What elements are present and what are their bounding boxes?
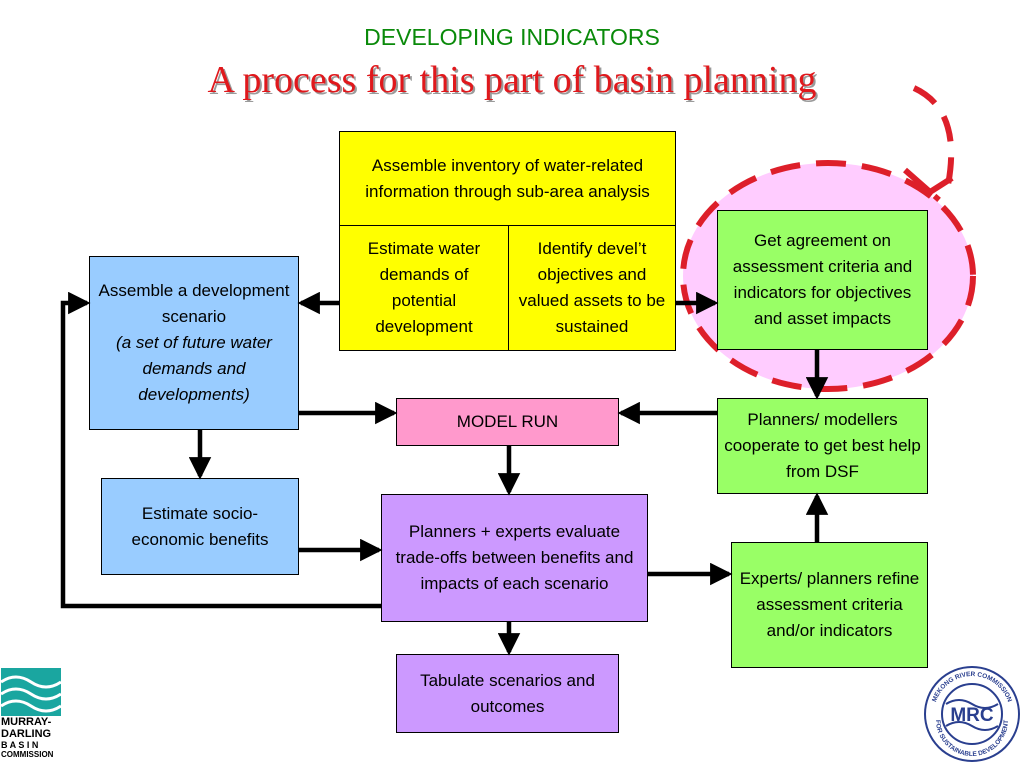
mrc-wave-top [945,699,999,709]
model-run-box: MODEL RUN [396,398,619,446]
assemble-scenario-italic-text: (a set of future water demands and devel… [116,333,272,404]
get-agreement-text: Get agreement on assessment criteria and… [732,231,913,328]
callout-tick-mark [903,167,954,196]
identify-objectives-text: Identify devel’t objectives and valued a… [518,239,666,336]
slide-title: A process for this part of basin plannin… [207,59,817,101]
murray-darling-logo-wave-1 [1,675,61,689]
murray-darling-logo-text: MURRAY- DARLING B A S I N COMMISSION [1,716,53,759]
inventory-box: Assemble inventory of water-related info… [339,131,676,226]
assemble-scenario-text: Assemble a development scenario [98,281,290,326]
murray-darling-logo-wave-3 [1,699,61,713]
model-run-text: MODEL RUN [456,412,559,431]
estimate-demands-box: Estimate water demands of potential deve… [339,225,509,351]
planners-modellers-text: Planners/ modellers cooperate to get bes… [724,410,921,481]
murray-darling-logo-icon [1,668,61,716]
inventory-text: Assemble inventory of water-related info… [365,155,650,201]
identify-objectives-box: Identify devel’t objectives and valued a… [508,225,676,351]
get-agreement-box: Get agreement on assessment criteria and… [717,210,928,350]
planners-modellers-box: Planners/ modellers cooperate to get bes… [717,398,928,494]
assemble-scenario-box: Assemble a development scenario (a set o… [89,256,299,430]
mrc-initials: MRC [950,705,994,726]
evaluate-tradeoffs-text: Planners + experts evaluate trade-offs b… [395,522,634,593]
estimate-benefits-text: Estimate socio-economic benefits [131,503,269,549]
md-line-4: COMMISSION [1,750,54,759]
slide-subtitle: DEVELOPING INDICATORS [364,24,660,50]
estimate-demands-text: Estimate water demands of potential deve… [367,239,481,336]
murray-darling-logo-bg [1,668,61,716]
mrc-logo-icon: MRC MEKONG RIVER COMMISSION FOR SUSTAINA… [924,666,1020,762]
evaluate-tradeoffs-box: Planners + experts evaluate trade-offs b… [381,494,648,622]
md-line-1: MURRAY- [1,716,52,728]
experts-refine-text: Experts/ planners refine assessment crit… [739,569,920,640]
mrc-wave-bottom [945,721,999,731]
tabulate-box: Tabulate scenarios and outcomes [396,654,619,733]
estimate-benefits-box: Estimate socio-economic benefits [101,478,299,575]
experts-refine-box: Experts/ planners refine assessment crit… [731,542,928,668]
md-line-3: B A S I N [1,740,39,750]
murray-darling-logo-wave-2 [1,687,61,701]
md-line-2: DARLING [1,728,52,740]
tabulate-text: Tabulate scenarios and outcomes [420,670,595,716]
arrow-feedback-loop [60,291,381,609]
